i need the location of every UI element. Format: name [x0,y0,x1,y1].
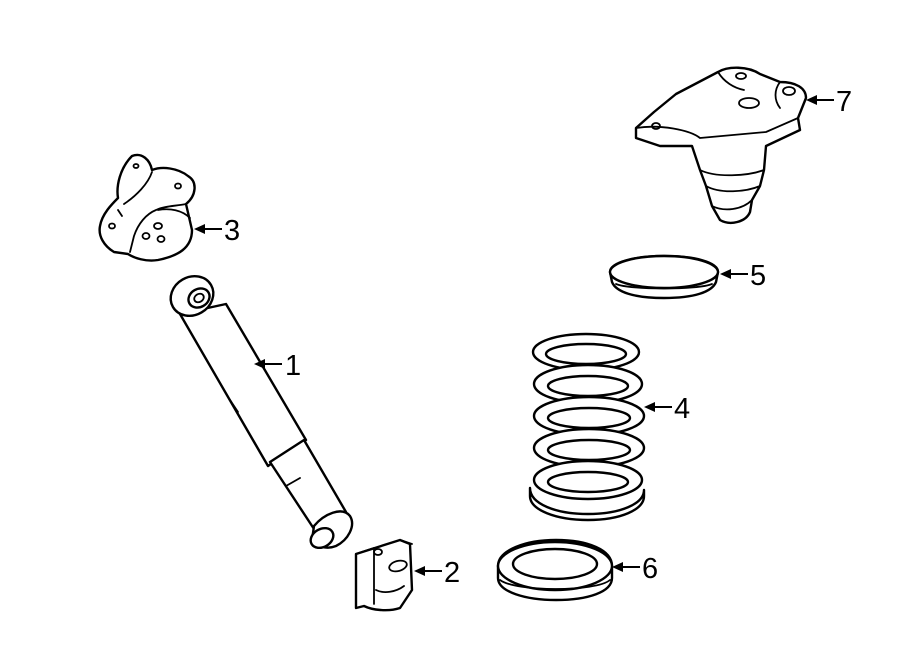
callout-number-4: 4 [674,393,690,425]
callout-number-3: 3 [224,215,240,247]
callout-3: 3 [194,215,240,247]
upper-spring-insulator[interactable] [634,66,808,224]
callout-6: 6 [612,553,658,585]
callout-number-2: 2 [444,557,460,589]
callout-number-5: 5 [750,260,766,292]
shock-absorber[interactable] [163,269,354,552]
callout-number-6: 6 [642,553,658,585]
callout-2: 2 [414,557,460,589]
callout-number-7: 7 [836,86,852,118]
lower-spring-insulator[interactable] [496,538,614,602]
callout-5: 5 [720,260,766,292]
coil-spring[interactable] [528,332,646,522]
callout-1: 1 [254,350,301,382]
callout-4: 4 [644,393,690,425]
callout-number-1: 1 [285,350,301,382]
callout-7: 7 [806,86,852,118]
lower-shock-bracket[interactable] [354,538,414,612]
upper-spring-pad[interactable] [608,254,720,300]
upper-shock-mount-bracket[interactable] [98,153,196,262]
